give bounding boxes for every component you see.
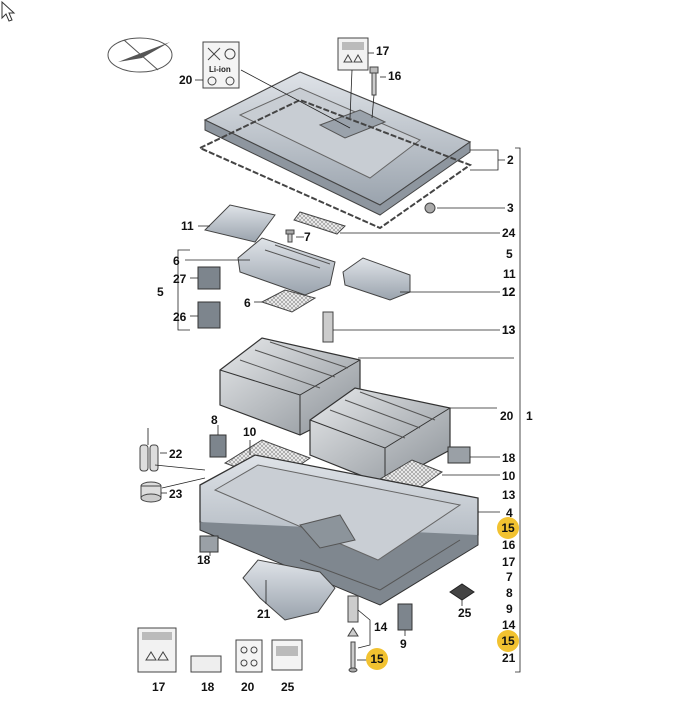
right-callout: 7 xyxy=(506,570,513,584)
fuses-22 xyxy=(139,428,159,472)
callout-25-bottom: 25 xyxy=(281,680,295,694)
callout-20-top: 20 xyxy=(179,73,193,87)
callout-12: 12 xyxy=(502,285,516,299)
battery-housing-tray xyxy=(199,454,479,606)
callout-26: 26 xyxy=(173,310,187,324)
filter-6 xyxy=(260,289,317,313)
callout-16: 16 xyxy=(388,69,402,83)
underbody-guard-21 xyxy=(242,559,336,621)
arrow-cursor-icon xyxy=(1,0,16,22)
right-callout: 4 xyxy=(506,506,513,520)
sensor-18-right xyxy=(447,446,471,464)
right-callout-highlight: 15 xyxy=(497,630,519,652)
cap-23 xyxy=(140,481,162,503)
cover-11 xyxy=(204,204,276,243)
right-callout: 16 xyxy=(502,538,516,552)
right-callout: 5 xyxy=(506,247,513,261)
callout-18-bottom: 18 xyxy=(201,680,215,694)
spacer-13 xyxy=(322,311,334,343)
callout-22: 22 xyxy=(169,447,183,461)
sticker-17-bottom xyxy=(137,627,177,673)
leader-lines xyxy=(154,52,521,673)
right-callout: 12 xyxy=(502,285,516,299)
sticker-18-bottom xyxy=(190,655,222,673)
right-callout: 15 xyxy=(501,521,515,535)
right-callout: 20 xyxy=(500,409,514,423)
callout-18-left: 18 xyxy=(197,553,211,567)
callout-2: 2 xyxy=(507,153,514,167)
right-callout: 14 xyxy=(502,618,516,632)
relay-26 xyxy=(197,301,221,329)
callout-1: 1 xyxy=(526,409,533,423)
bracket-9 xyxy=(397,603,413,631)
right-callout: 17 xyxy=(502,555,516,569)
sensor-18-left xyxy=(199,535,219,553)
li-ion-sticker: Li-ion xyxy=(202,41,240,89)
right-callout: 18 xyxy=(502,451,516,465)
control-unit-5 xyxy=(237,237,336,296)
callout-27: 27 xyxy=(173,272,187,286)
battery-top-cover xyxy=(203,71,472,216)
screw-7 xyxy=(285,229,295,243)
callout-24: 24 xyxy=(502,226,516,240)
callout-6-a: 6 xyxy=(173,254,180,268)
right-callout: 13 xyxy=(502,323,516,337)
callout-20-bottom: 20 xyxy=(241,680,255,694)
callout-15-left: 15 xyxy=(370,652,384,666)
right-callout: 13 xyxy=(502,488,516,502)
compass-icon xyxy=(107,37,173,73)
plug-3 xyxy=(424,202,436,214)
filter-24 xyxy=(293,211,346,235)
callout-13-mid: 13 xyxy=(502,323,516,337)
seal-gasket xyxy=(197,98,473,230)
callout-23: 23 xyxy=(169,487,183,501)
li-ion-text: Li-ion xyxy=(209,65,231,74)
bracket-25 xyxy=(449,583,475,601)
pin-bolt-assembly xyxy=(347,595,359,673)
right-callout: 10 xyxy=(502,469,516,483)
callout-17-bottom: 17 xyxy=(152,680,166,694)
callout-11-left: 11 xyxy=(181,219,194,233)
callout-25-mid: 25 xyxy=(458,606,472,620)
right-callout: 9 xyxy=(506,602,513,616)
right-callout-highlight: 15 xyxy=(497,517,519,539)
callout-6-b: 6 xyxy=(244,296,251,310)
callout-8-left: 8 xyxy=(211,413,218,427)
right-callout: 15 xyxy=(501,634,515,648)
callout-10-left: 10 xyxy=(243,425,257,439)
right-callout: 21 xyxy=(502,651,516,665)
right-callout: 8 xyxy=(506,586,513,600)
callout-3: 3 xyxy=(507,201,514,215)
warning-sticker-top xyxy=(337,37,369,71)
callout-5-left: 5 xyxy=(157,285,164,299)
cover-12 xyxy=(342,257,411,301)
callout-7: 7 xyxy=(304,230,311,244)
callout-17-top: 17 xyxy=(376,44,390,58)
sticker-20-bottom xyxy=(235,639,263,673)
callout-14-left: 14 xyxy=(374,620,388,634)
right-callout: 11 xyxy=(503,267,516,281)
callout-9: 9 xyxy=(400,637,407,651)
relay-27 xyxy=(197,266,221,290)
bolt-16 xyxy=(369,66,379,96)
callout-21-left: 21 xyxy=(257,607,271,621)
callout-15-left-highlight: 15 xyxy=(366,648,388,670)
bracket-8 xyxy=(209,434,227,458)
sticker-25-bottom xyxy=(271,639,303,671)
